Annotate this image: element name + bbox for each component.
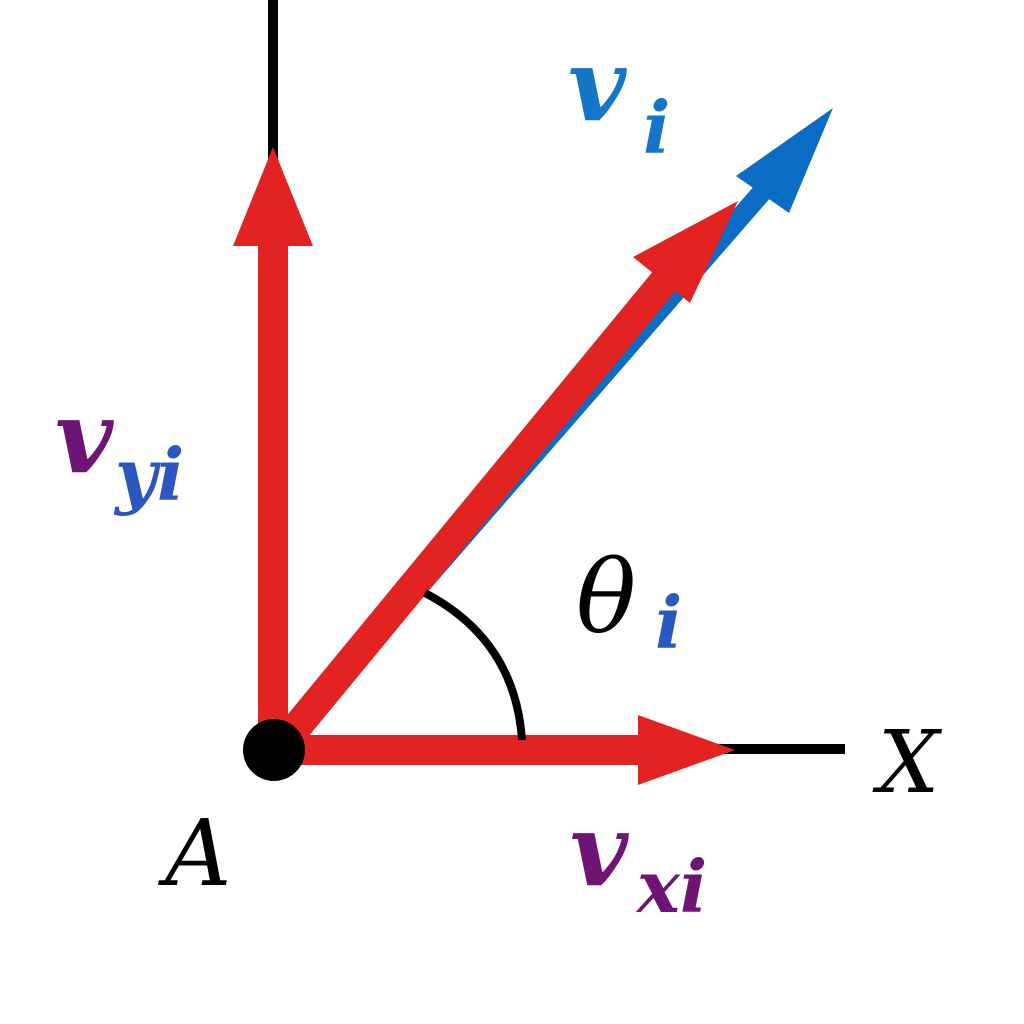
red-diagonal-vector-shaft xyxy=(270,240,702,755)
vyi-vector-shaft xyxy=(258,238,288,750)
x-axis-label: X xyxy=(872,713,943,813)
vxi-label: v xi xyxy=(570,791,707,929)
theta-label: θ i xyxy=(576,539,682,665)
vyi-vector-arrowhead xyxy=(233,147,313,246)
vyi-label: v yi xyxy=(55,378,184,517)
origin-point xyxy=(243,719,305,781)
point-label: A xyxy=(157,800,231,907)
vxi-vector-shaft xyxy=(275,735,650,765)
vxi-vector-arrowhead xyxy=(638,715,735,785)
theta-angle-arc xyxy=(423,589,526,741)
vi-vector-arrowhead xyxy=(736,108,833,213)
red-diagonal-vector-arrowhead xyxy=(633,201,738,303)
vi-label: v i xyxy=(568,26,670,170)
